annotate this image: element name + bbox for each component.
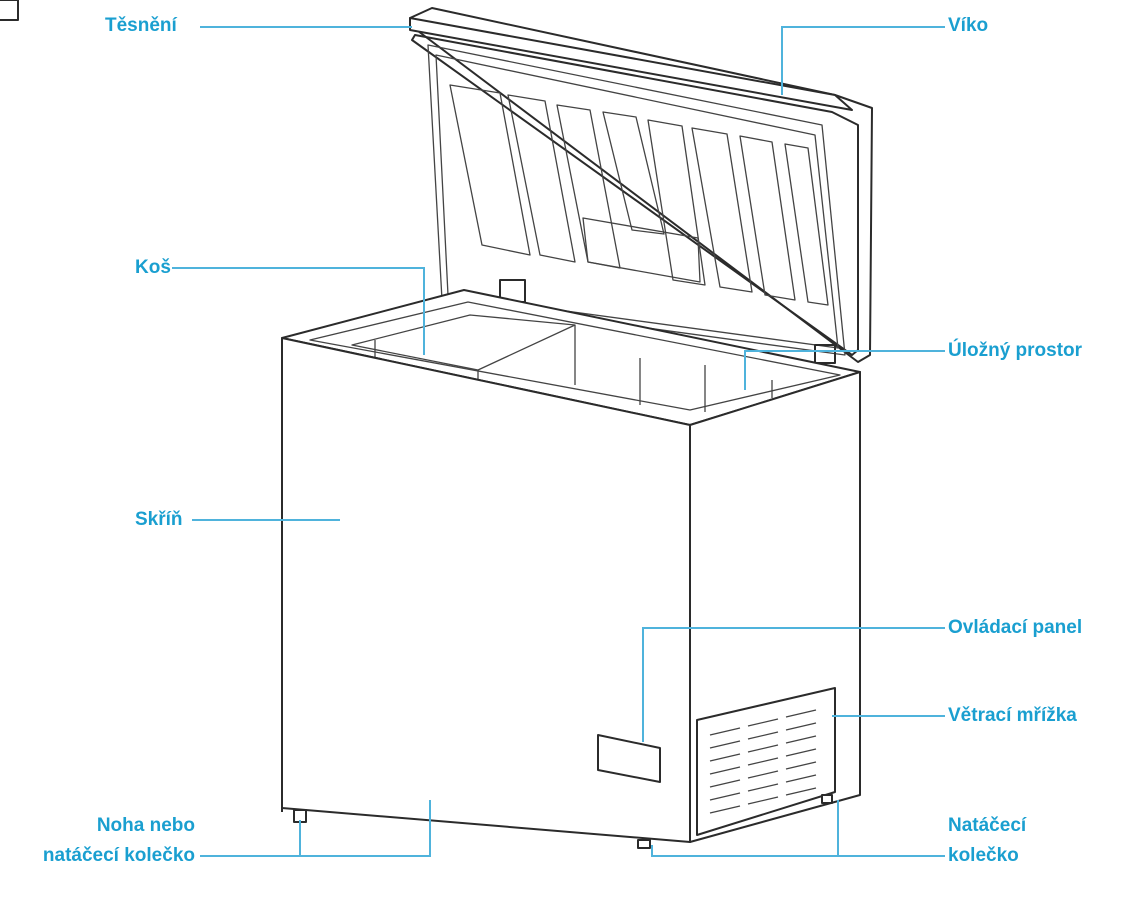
leader-ovladaci-panel bbox=[642, 627, 945, 742]
leader-kos bbox=[172, 267, 425, 355]
foot-front-right bbox=[637, 839, 651, 849]
leader-natacec-2 bbox=[651, 845, 838, 857]
leader-viko bbox=[781, 26, 945, 95]
leader-lines bbox=[172, 26, 945, 857]
leader-noha-1 bbox=[200, 800, 431, 857]
label-noha-line2: natáčecí kolečko bbox=[42, 845, 195, 866]
leader-ulozny-prostor bbox=[744, 350, 945, 390]
label-tesneni: Těsnění bbox=[105, 15, 177, 36]
label-vetraci-mrizka: Větrací mřížka bbox=[948, 705, 1077, 726]
label-ovladaci-panel: Ovládací panel bbox=[948, 617, 1083, 638]
foot-back-right bbox=[821, 794, 833, 804]
grille-slots bbox=[709, 709, 817, 814]
cabinet-drawing bbox=[281, 289, 861, 849]
label-natacec-line1: Natáčecí bbox=[948, 815, 1027, 836]
label-kos: Koš bbox=[135, 257, 171, 278]
corner-mark bbox=[0, 0, 19, 21]
label-skrin: Skříň bbox=[135, 509, 183, 530]
label-noha-line1: Noha nebo bbox=[96, 815, 195, 836]
leader-natacec-1 bbox=[837, 800, 945, 857]
label-natacec-line2: kolečko bbox=[948, 845, 1019, 866]
lid-drawing bbox=[409, 7, 873, 364]
label-ulozny-prostor: Úložný prostor bbox=[948, 340, 1083, 361]
label-viko: Víko bbox=[948, 15, 989, 36]
